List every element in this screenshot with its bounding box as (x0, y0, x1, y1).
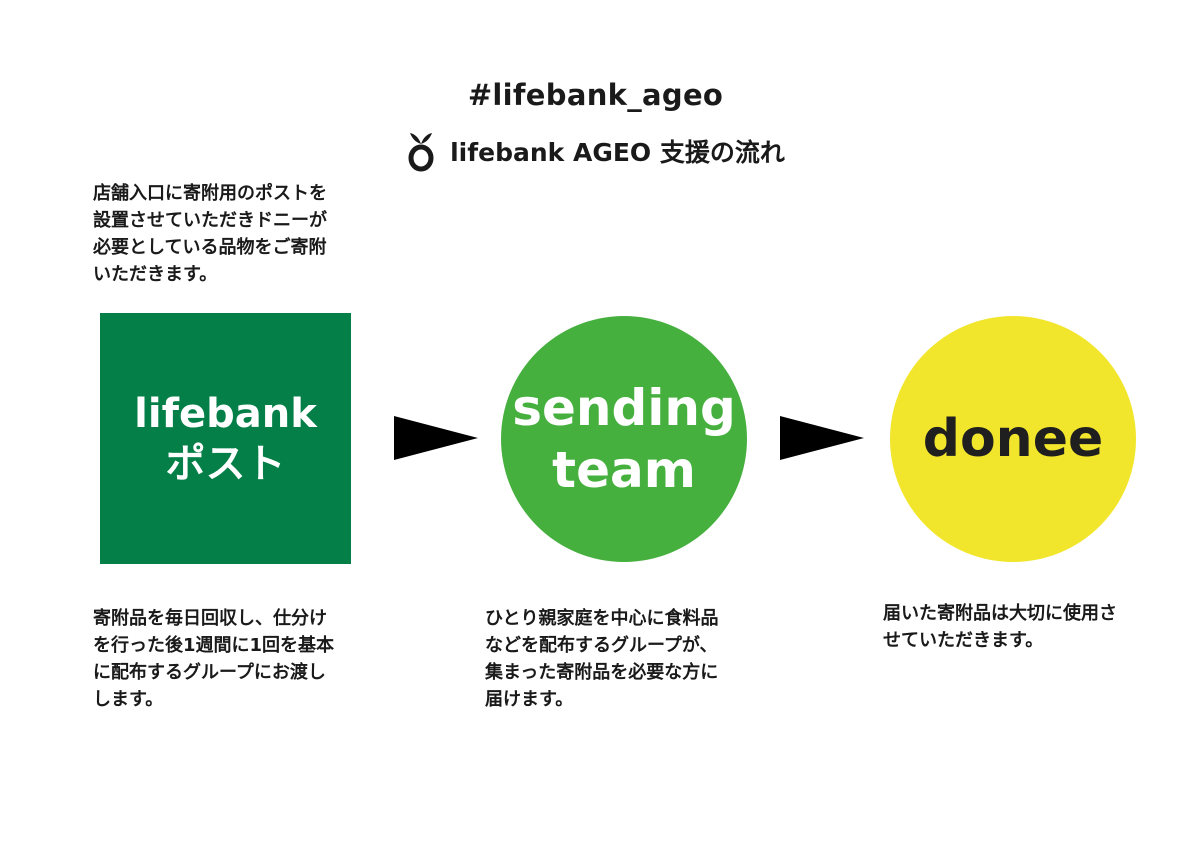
flow-title-row: lifebank AGEO 支援の流れ (0, 130, 1191, 172)
flow-title: lifebank AGEO 支援の流れ (450, 138, 785, 167)
donee-node: donee (890, 316, 1136, 562)
hashtag-title: #lifebank_ageo (467, 78, 724, 112)
team-node-label-line2: team (552, 441, 696, 499)
post-node-label-line1: lifebank (134, 390, 317, 437)
donee-node-label: donee (922, 409, 1104, 469)
team-description: ひとり親家庭を中心に食料品 などを配布するグループが、 集まった寄附品を必要な方… (485, 608, 719, 710)
lifebank-post-node: lifebank ポスト (100, 313, 351, 564)
intro-description: 店舗入口に寄附用のポストを 設置させていただきドニーが 必要としている品物をご寄… (93, 183, 327, 285)
donee-description: 届いた寄附品は大切に使用さ せていただきます。 (883, 603, 1117, 651)
team-node-label-line1: sending (512, 379, 736, 437)
post-description: 寄附品を毎日回収し、仕分け を行った後1週間に1回を基本 に配布するグループにお… (93, 608, 335, 710)
sprout-ring-icon (408, 133, 434, 172)
right-triangle-arrow-icon (394, 416, 478, 460)
right-triangle-arrow-icon (780, 416, 864, 460)
post-node-label-line2: ポスト (165, 440, 286, 487)
sending-team-node: sending team (501, 316, 747, 562)
